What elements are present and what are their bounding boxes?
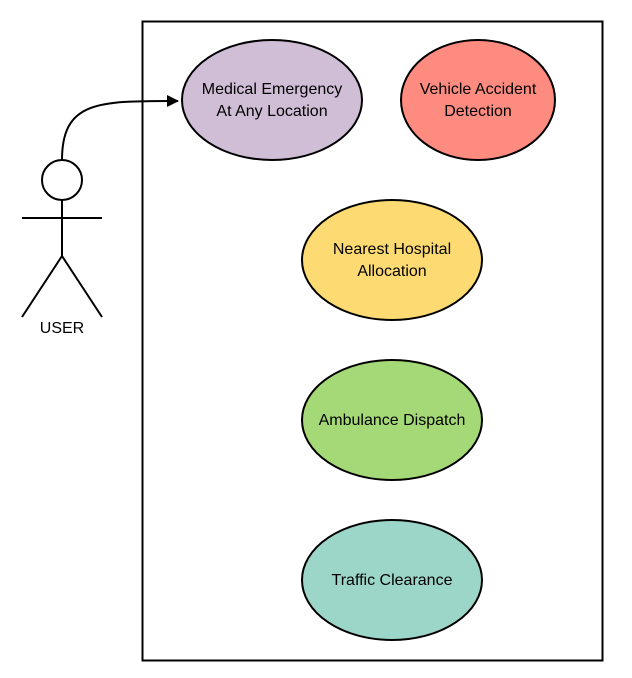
use-case-ellipse [301, 519, 483, 641]
use-case-label: Vehicle Accident [420, 81, 537, 98]
use-case-nearest-hospital: Nearest Hospital Allocation [301, 199, 483, 321]
system-boundary [141, 20, 604, 662]
use-case-label: Traffic Clearance [332, 572, 453, 589]
use-case-label: At Any Location [216, 103, 327, 120]
actor-label: USER [40, 320, 84, 337]
use-case-ellipse [400, 39, 556, 161]
use-case-ambulance-dispatch: Ambulance Dispatch [301, 359, 483, 481]
use-case-label: Allocation [357, 263, 426, 280]
actor-head [41, 159, 83, 201]
actor-right-leg [61, 255, 103, 318]
use-case-label: Ambulance Dispatch [319, 412, 466, 429]
use-case-medical-emergency: Medical Emergency At Any Location [181, 39, 363, 161]
use-case-ellipse [181, 39, 363, 161]
use-case-ellipse [301, 199, 483, 321]
use-case-label: Detection [444, 103, 512, 120]
use-case-vehicle-accident: Vehicle Accident Detection [400, 39, 556, 161]
use-case-label: Nearest Hospital [333, 241, 451, 258]
user-actor: USER [21, 159, 103, 337]
use-case-traffic-clearance: Traffic Clearance [301, 519, 483, 641]
actor-left-leg [21, 255, 63, 318]
association-arrow [61, 94, 179, 161]
use-case-ellipse [301, 359, 483, 481]
use-case-label: Medical Emergency [202, 81, 343, 98]
